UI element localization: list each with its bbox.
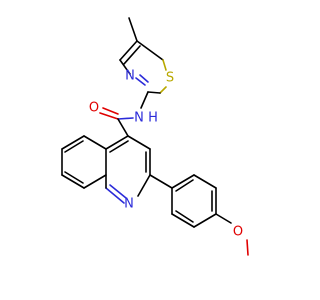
bond (128, 17, 138, 42)
atom-label-o-carbonyl: O (89, 101, 99, 116)
bond (61, 174, 85, 189)
bond (99, 112, 119, 120)
bond (119, 40, 138, 61)
bond (119, 59, 131, 75)
atom-label-h-amide: H (148, 111, 158, 126)
bond (147, 91, 161, 94)
bond (109, 184, 127, 199)
bond (135, 77, 146, 86)
bond (159, 86, 167, 94)
bond (105, 187, 125, 204)
bond (171, 213, 195, 228)
bond (109, 140, 129, 153)
atom-label-n-amide: N (134, 111, 144, 126)
bond (83, 174, 107, 189)
bond (162, 59, 167, 71)
bond (175, 179, 194, 192)
bond (215, 213, 232, 224)
bond (127, 135, 151, 150)
bond (64, 140, 84, 153)
atom-label-n-quinoline: N (124, 197, 134, 212)
bond (139, 74, 149, 83)
bonds-layer (61, 17, 249, 256)
bond (117, 117, 134, 120)
atom-label-o-methoxy: O (233, 225, 243, 240)
bond (193, 174, 217, 189)
bond (149, 174, 173, 189)
bond (171, 174, 195, 189)
bond (175, 210, 194, 223)
atom-label-s: S (166, 71, 174, 86)
bond (64, 171, 84, 184)
bond (140, 91, 149, 109)
bond (105, 135, 129, 150)
bond (83, 135, 107, 150)
molecule-structure-diagram: S N N H O N O (61, 17, 249, 256)
atom-labels-layer: S N N H O N O (89, 69, 243, 240)
bond (61, 135, 85, 150)
bond (102, 107, 119, 115)
bond (246, 239, 249, 256)
bond (123, 45, 141, 65)
bond (136, 40, 164, 61)
bond (137, 174, 151, 197)
atom-label-n-thiazole: N (125, 69, 135, 84)
bond (193, 213, 217, 228)
bond (117, 118, 129, 137)
